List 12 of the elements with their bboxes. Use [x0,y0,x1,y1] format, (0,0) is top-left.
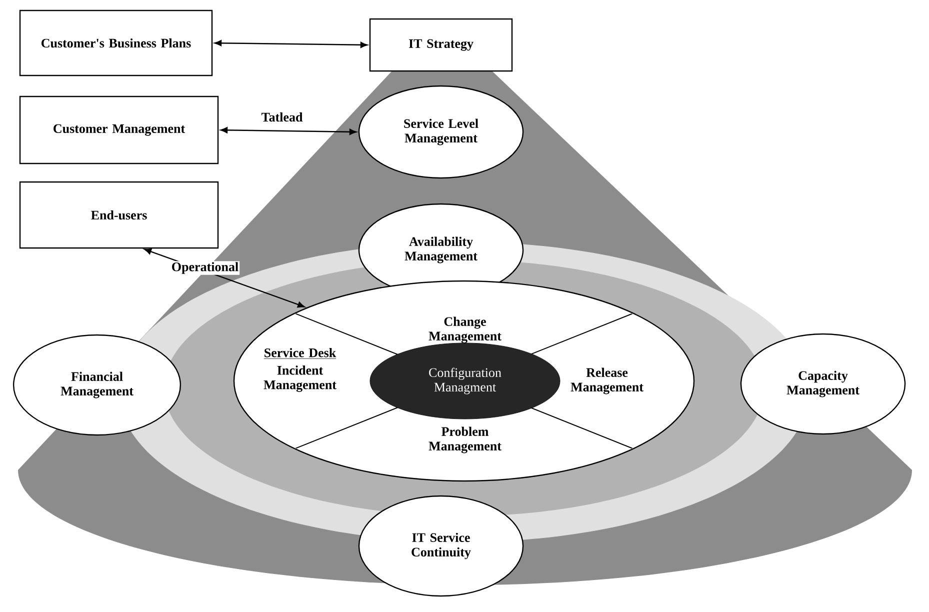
process-box: IT Strategy [369,18,513,72]
node-label: IT Service Continuity [412,532,471,560]
edge-label: Operational [170,261,240,275]
section-label: Change Management [428,316,502,344]
section-label: Problem Management [428,426,502,454]
process-box: Customer's Business Plans [19,10,213,76]
arrow [220,127,357,135]
process-box: Customer Management [19,96,219,164]
arrow [214,40,368,48]
process-box: End-users [19,181,219,249]
section-label: Service Desk Incident Management [264,348,336,392]
section-label: Release Management [570,368,644,394]
